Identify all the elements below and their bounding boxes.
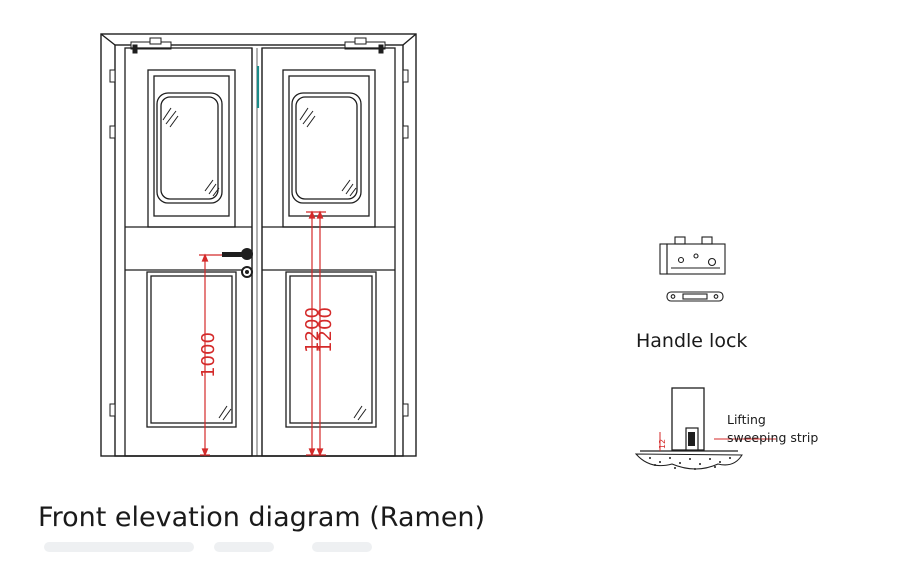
dimension-label-sill-2: 1200 [315,307,336,353]
door-closer-left [130,37,172,54]
door-frame [100,33,417,457]
door-handle [222,248,253,278]
watermark-smudge [312,542,372,552]
sweeping-strip-label: Lifting sweeping strip [727,411,837,447]
meeting-stile [251,48,263,456]
dimension-label-sill-1: 1200 [302,307,323,353]
hinges [109,69,409,417]
sweeping-strip-label-line1: Lifting [727,412,766,427]
handle-lock-detail [659,236,726,275]
strip-gap-label: 12 [658,439,667,449]
strike-plate-detail [666,291,724,302]
dimension-label-handle: 1000 [198,332,219,378]
watermark-smudge [44,542,194,552]
watermark-smudge [214,542,274,552]
right-door-leaf [261,47,396,457]
handle-lock-label: Handle lock [636,330,748,352]
sweeping-strip-label-line2: sweeping strip [727,430,819,445]
dimension-lines [199,210,326,457]
door-closer-right [344,37,386,54]
glass-reflection-marks [162,107,367,421]
diagram-title: Front elevation diagram (Ramen) [38,502,486,533]
sweeping-strip-detail [634,387,776,470]
